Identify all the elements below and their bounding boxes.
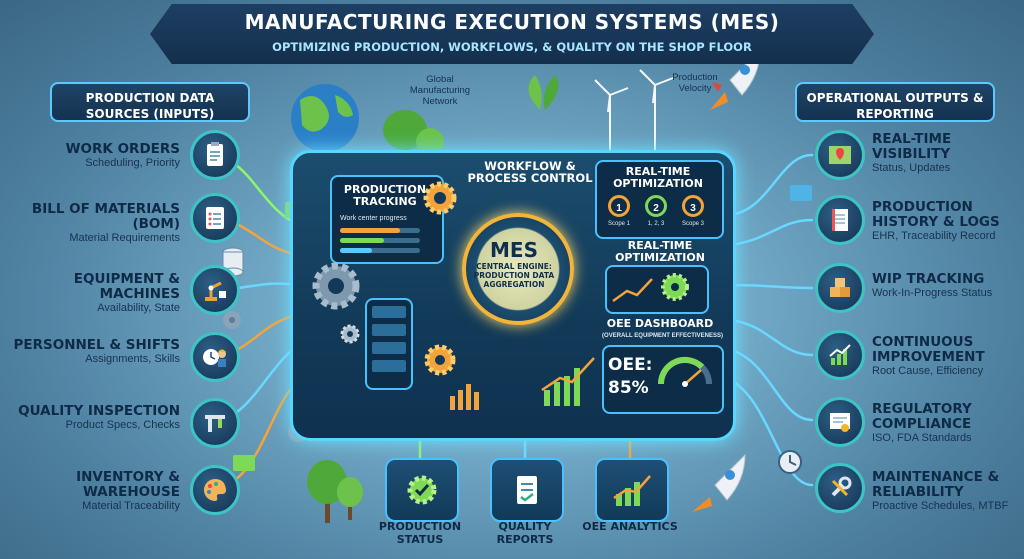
- outputs-header: OPERATIONAL OUTPUTS & REPORTING: [795, 82, 995, 122]
- bar-chart-icon: [595, 458, 669, 522]
- scope-1-dial: 1: [608, 195, 630, 217]
- logbook-icon: [815, 195, 865, 245]
- input-item-equipment[interactable]: EQUIPMENT & MACHINES Availability, State: [73, 271, 180, 315]
- growth-chart-icon: [815, 330, 865, 380]
- growth-chart-center: [540, 350, 600, 415]
- page-title: MANUFACTURING EXECUTION SYSTEMS (MES): [244, 10, 780, 34]
- certificate-icon: [815, 397, 865, 447]
- gear-icon-large: [308, 258, 364, 319]
- mes-sub-label: CENTRAL ENGINE: PRODUCTION DATA AGGREGAT…: [473, 262, 555, 289]
- document-list-icon: [190, 193, 240, 243]
- realtime-optimization-title-2: REAL-TIME OPTIMIZATION: [615, 239, 705, 264]
- scope-2-label: 1, 2, 3: [647, 221, 665, 227]
- production-velocity-label: Production Velocity: [672, 72, 718, 94]
- progress-bar-2: [340, 238, 420, 243]
- oee-analytics-label: OEE ANALYTICS: [582, 520, 678, 533]
- oee-label: OEE:: [608, 355, 653, 375]
- quality-reports-label: QUALITY REPORTS: [496, 520, 554, 546]
- caliper-icon: [190, 398, 240, 448]
- tree-icon-bottom: [307, 460, 363, 523]
- scope-2-dial: 2: [645, 195, 667, 217]
- output-item-visibility[interactable]: REAL-TIME VISIBILITY Status, Updates: [872, 131, 952, 175]
- production-status-label: PRODUCTION STATUS: [378, 520, 462, 546]
- input-item-quality[interactable]: QUALITY INSPECTION Product Specs, Checks: [18, 403, 180, 432]
- global-network-label: Global Manufacturing Network: [409, 74, 471, 107]
- gauge-icon: [655, 348, 715, 397]
- output-item-compliance[interactable]: REGULATORY COMPLIANCE ISO, FDA Standards: [872, 401, 972, 445]
- page-subtitle: OPTIMIZING PRODUCTION, WORKFLOWS, & QUAL…: [272, 40, 752, 54]
- gear-icon-orange-2: [420, 340, 460, 385]
- oee-dashboard-subtitle: (OVERALL EQUIPMENT EFFECTIVENESS): [602, 333, 723, 339]
- output-item-history[interactable]: PRODUCTION HISTORY & LOGS EHR, Traceabil…: [872, 199, 1000, 243]
- mes-label: MES: [490, 238, 538, 262]
- realtime-optimization-title: REAL-TIME OPTIMIZATION: [613, 165, 703, 190]
- scope-3-label: Scope 3: [681, 221, 705, 227]
- clipboard-icon: [190, 130, 240, 180]
- report-icon: [490, 458, 564, 522]
- production-tracking-title: PRODUCTION TRACKING: [343, 183, 427, 208]
- scope-3-dial: 3: [682, 195, 704, 217]
- globe-icon: [291, 84, 359, 152]
- wrench-icon: [815, 463, 865, 513]
- mes-core[interactable]: [462, 213, 574, 325]
- progress-bar-3: [340, 248, 420, 253]
- map-pin-icon: [815, 130, 865, 180]
- input-item-personnel[interactable]: PERSONNEL & SHIFTS Assignments, Skills: [13, 337, 180, 366]
- oee-value: 85%: [608, 378, 649, 398]
- input-item-inventory[interactable]: INVENTORY & WAREHOUSE Material Traceabil…: [76, 469, 180, 513]
- rocket-icon-bottom: [692, 453, 746, 512]
- oee-dashboard-title: OEE DASHBOARD: [606, 317, 714, 330]
- bar-chart-left: [448, 372, 488, 417]
- work-center-label: Work center progress: [340, 215, 407, 222]
- input-item-work-orders[interactable]: WORK ORDERS Scheduling, Priority: [65, 141, 180, 170]
- scope-1-label: Scope 1: [607, 221, 631, 227]
- output-item-improvement[interactable]: CONTINUOUS IMPROVEMENT Root Cause, Effic…: [872, 334, 985, 378]
- title-banner: [150, 4, 874, 64]
- gear-check-icon: [385, 458, 459, 522]
- robot-arm-icon: [190, 265, 240, 315]
- boxes-icon: [815, 263, 865, 313]
- server-rack-icon: [365, 298, 413, 390]
- worker-clock-icon: [190, 332, 240, 382]
- wind-turbine-icon: [594, 69, 674, 155]
- progress-bar-1: [340, 228, 420, 233]
- gear-icon-small: [338, 322, 362, 351]
- optimization-chart: [605, 265, 709, 314]
- workflow-title: WORKFLOW & PROCESS CONTROL: [467, 159, 593, 185]
- output-item-wip[interactable]: WIP TRACKING Work-In-Progress Status: [872, 271, 993, 300]
- inputs-header: PRODUCTION DATA SOURCES (INPUTS): [50, 82, 250, 122]
- input-item-bom[interactable]: BILL OF MATERIALS (BOM) Material Require…: [31, 201, 180, 245]
- gear-icon-orange: [420, 178, 460, 223]
- output-item-maintenance[interactable]: MAINTENANCE & RELIABILITY Proactive Sche…: [872, 469, 1009, 513]
- palette-icon: [190, 465, 240, 515]
